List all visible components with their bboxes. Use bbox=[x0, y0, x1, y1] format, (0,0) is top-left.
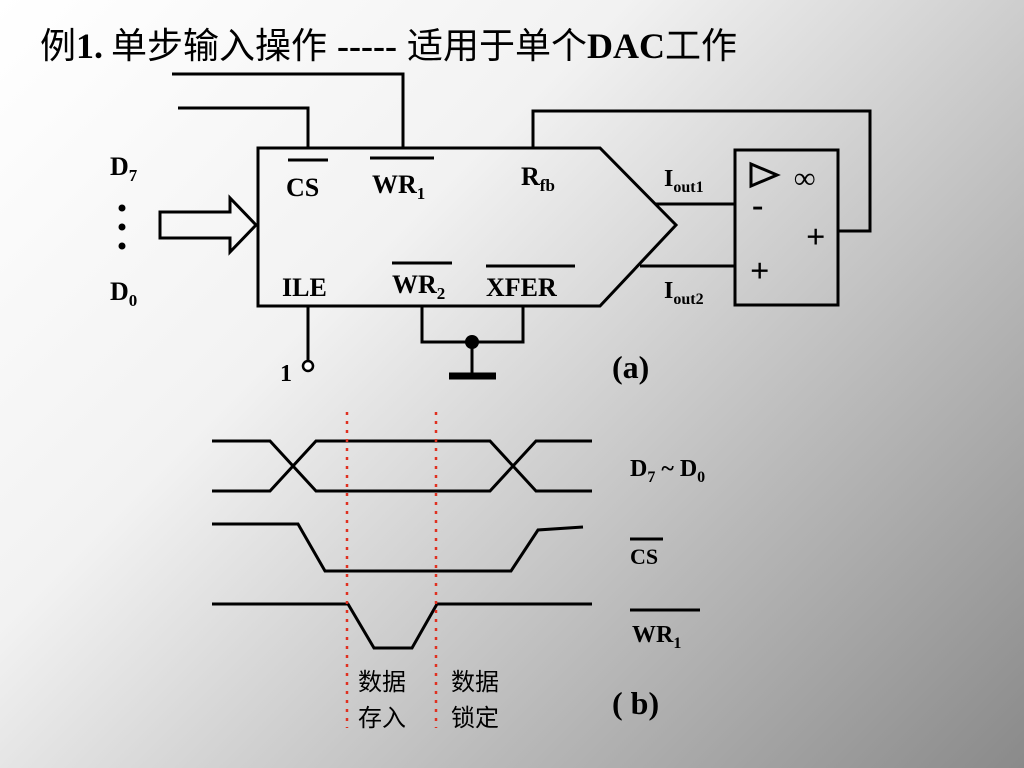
rfb-feedback-wire bbox=[531, 109, 872, 233]
slide-title: 例1.单步输入操作-----适用于单个DAC工作 bbox=[40, 26, 737, 67]
data-latch-label-line2: 锁定 bbox=[451, 704, 499, 732]
iout1-label: Iout1 bbox=[664, 166, 704, 196]
opamp-minus: - bbox=[752, 187, 763, 224]
opamp-box bbox=[733, 148, 840, 307]
figure-b-label: ( b) bbox=[612, 685, 659, 721]
timing-wr1-label: WR1 bbox=[632, 622, 681, 652]
cs-waveform bbox=[212, 522, 584, 573]
opamp-plus-output: + bbox=[806, 219, 825, 256]
ellipsis-dot bbox=[118, 204, 126, 212]
data-store-label-line2: 存入 bbox=[358, 704, 406, 732]
cs-wire bbox=[178, 106, 310, 148]
iout2-label: Iout2 bbox=[664, 278, 704, 308]
data-latch-label-line1: 数据 bbox=[451, 668, 499, 696]
data-input-arrow bbox=[158, 194, 259, 256]
pin-ile-label: ILE bbox=[282, 273, 327, 302]
figure-a-label: (a) bbox=[612, 349, 649, 385]
timing-cs-label: CS bbox=[630, 544, 658, 569]
pin-wr2-label: WR2 bbox=[392, 270, 445, 303]
data-lsb-label: D0 bbox=[110, 277, 137, 310]
data-msb-label: D7 bbox=[110, 152, 138, 185]
opamp-plus-input: + bbox=[750, 253, 769, 290]
opamp-triangle-icon bbox=[749, 161, 781, 189]
wr1-waveform bbox=[212, 602, 592, 650]
pin-wr1-label: WR1 bbox=[372, 170, 425, 203]
pin-xfer-label: XFER bbox=[486, 273, 557, 302]
timing-bus-label: D7 ~ D0 bbox=[630, 456, 705, 486]
pin-rfb-label: Rfb bbox=[521, 162, 555, 195]
ellipsis-dot bbox=[118, 242, 126, 250]
bus-waveform-bottom bbox=[212, 439, 592, 493]
pin-cs-label: CS bbox=[286, 173, 319, 202]
dac-chip-body bbox=[256, 146, 679, 308]
ellipsis-dot bbox=[118, 223, 126, 231]
logic-one-label: 1 bbox=[280, 361, 292, 387]
data-store-label-line1: 数据 bbox=[358, 668, 406, 696]
ile-terminal bbox=[301, 359, 315, 373]
opamp-infinity: ∞ bbox=[794, 162, 815, 195]
bus-waveform-top bbox=[212, 439, 592, 493]
wr1-wire bbox=[172, 72, 405, 148]
